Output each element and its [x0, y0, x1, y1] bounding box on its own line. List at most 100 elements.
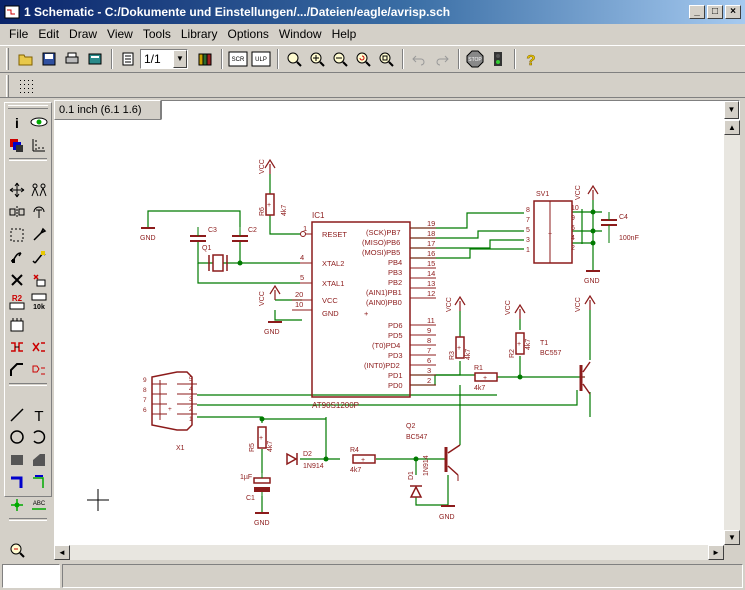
group-icon[interactable]: [6, 224, 28, 247]
zoom-fit-icon[interactable]: [283, 48, 305, 70]
menu-help[interactable]: Help: [331, 26, 357, 41]
chevron-down-icon[interactable]: ▼: [173, 50, 187, 68]
svg-text:R5: R5: [249, 443, 256, 452]
d1-diode[interactable]: D1 1N914: [408, 455, 430, 498]
redraw-icon[interactable]: [352, 48, 374, 70]
name-icon[interactable]: R2: [6, 291, 28, 314]
scroll-right-icon[interactable]: ►: [708, 545, 724, 560]
menu-edit[interactable]: Edit: [38, 26, 60, 41]
menu-file[interactable]: File: [9, 26, 29, 41]
toolbar-grip[interactable]: [6, 48, 9, 70]
arc-icon[interactable]: [28, 426, 50, 449]
gateswap-icon[interactable]: [28, 359, 50, 382]
r5-resistor[interactable]: + R5 4k7: [249, 426, 274, 452]
run-ulp-button[interactable]: ULP: [250, 48, 272, 70]
label-icon[interactable]: ABC: [28, 494, 50, 517]
r3-resistor[interactable]: + R3 4k7: [449, 336, 472, 360]
menu-tools[interactable]: Tools: [142, 26, 171, 41]
zoom-select-icon[interactable]: [375, 48, 397, 70]
miter-icon[interactable]: [6, 359, 28, 382]
script-button[interactable]: SCR: [227, 48, 249, 70]
undo-icon[interactable]: [408, 48, 430, 70]
title-bar[interactable]: 1 Schematic - C:/Dokumente und Einstellu…: [0, 0, 745, 24]
toolbar-grip[interactable]: [6, 74, 9, 97]
status-indicator: [2, 564, 60, 588]
cross-delete-icon[interactable]: [6, 269, 28, 292]
menu-window[interactable]: Window: [278, 26, 322, 41]
scroll-down-icon[interactable]: ▼: [724, 530, 740, 545]
schematic-canvas[interactable]: VCC VCC VCC VCC VCC VCC GND G: [54, 120, 724, 545]
circle-icon[interactable]: [6, 426, 28, 449]
chevron-down-icon[interactable]: ▼: [724, 101, 739, 119]
show-icon[interactable]: [28, 111, 50, 134]
close-button[interactable]: ×: [725, 5, 741, 19]
menu-draw[interactable]: Draw: [69, 26, 98, 41]
help-button[interactable]: ?: [520, 48, 542, 70]
info-icon[interactable]: i: [6, 111, 28, 134]
r6-resistor[interactable]: + R6 4k7: [259, 193, 288, 216]
polygon-icon[interactable]: [28, 449, 50, 472]
wire-icon[interactable]: [6, 404, 28, 427]
cam-processor-icon[interactable]: [84, 48, 106, 70]
display-layers-icon[interactable]: [6, 134, 28, 157]
smash-icon[interactable]: [6, 314, 28, 337]
grid-icon[interactable]: [15, 75, 37, 97]
c3-capacitor[interactable]: C3: [190, 227, 217, 242]
add-part-icon[interactable]: [28, 269, 50, 292]
rotate-icon[interactable]: [28, 201, 50, 224]
use-library-icon[interactable]: [194, 48, 216, 70]
menu-view[interactable]: View: [107, 26, 133, 41]
t1-transistor[interactable]: T1 BC557: [540, 340, 591, 395]
move-icon[interactable]: [6, 179, 28, 202]
d2-diode[interactable]: D2 1N914: [286, 451, 324, 470]
bus-icon[interactable]: [6, 471, 28, 494]
text-icon[interactable]: T: [28, 404, 50, 427]
vertical-scrollbar[interactable]: ▲ ▼: [724, 120, 740, 545]
sheet-select[interactable]: 1/1▼: [140, 49, 188, 69]
board-icon[interactable]: [117, 48, 139, 70]
horizontal-scrollbar[interactable]: ◄ ►: [54, 545, 724, 560]
svg-text:(MOSI)PB5: (MOSI)PB5: [362, 248, 400, 257]
rect-icon[interactable]: [6, 449, 28, 472]
zoom-in-icon[interactable]: [306, 48, 328, 70]
split-icon[interactable]: [6, 336, 28, 359]
minimize-button[interactable]: _: [689, 5, 705, 19]
q1-crystal[interactable]: Q1: [202, 245, 228, 272]
value-icon[interactable]: 10k: [28, 291, 50, 314]
redo-icon[interactable]: [431, 48, 453, 70]
net-icon[interactable]: [28, 471, 50, 494]
save-icon[interactable]: [38, 48, 60, 70]
x1-connector[interactable]: 9 8 7 6 5 4 3 2 1 + X1: [143, 371, 197, 452]
sv1-header[interactable]: SV1 8 7 5 3 1 10 9 6 4 2 +: [526, 191, 579, 264]
svg-text:+: +: [168, 406, 172, 413]
copy-icon[interactable]: [28, 179, 50, 202]
c4-capacitor[interactable]: C4 100nF: [601, 212, 639, 243]
junction-icon[interactable]: [6, 494, 28, 517]
menu-options[interactable]: Options: [227, 26, 269, 41]
command-line-input[interactable]: ▼: [161, 100, 740, 120]
r2-resistor[interactable]: + R2 4k7: [509, 332, 532, 358]
pinswap-icon[interactable]: [28, 336, 50, 359]
change-icon[interactable]: [28, 224, 50, 247]
stop-button[interactable]: STOP: [464, 48, 486, 70]
menu-library[interactable]: Library: [180, 26, 218, 41]
palette-grip[interactable]: [8, 105, 48, 109]
paste-icon[interactable]: [6, 246, 28, 269]
r4-resistor[interactable]: + R4 4k7: [350, 447, 376, 474]
scroll-up-icon[interactable]: ▲: [724, 120, 740, 135]
delete-icon[interactable]: [28, 246, 50, 269]
scroll-left-icon[interactable]: ◄: [54, 545, 70, 560]
r1-resistor[interactable]: + R1 4k7: [474, 365, 498, 392]
zoom-out-icon[interactable]: [329, 48, 351, 70]
maximize-button[interactable]: □: [707, 5, 723, 19]
mirror-icon[interactable]: [6, 201, 28, 224]
go-icon[interactable]: [487, 48, 509, 70]
c2-capacitor[interactable]: C2: [232, 227, 257, 242]
erc-icon[interactable]: [6, 539, 28, 562]
open-folder-icon[interactable]: [15, 48, 37, 70]
q2-transistor[interactable]: Q2 BC547: [406, 423, 461, 481]
mark-icon[interactable]: [28, 134, 50, 157]
ic1-part[interactable]: IC1 AT90S1200P 1 RESET 4 XTAL2 5 XT: [292, 211, 436, 410]
c1-capacitor[interactable]: 1µF C1: [240, 473, 271, 502]
print-icon[interactable]: [61, 48, 83, 70]
